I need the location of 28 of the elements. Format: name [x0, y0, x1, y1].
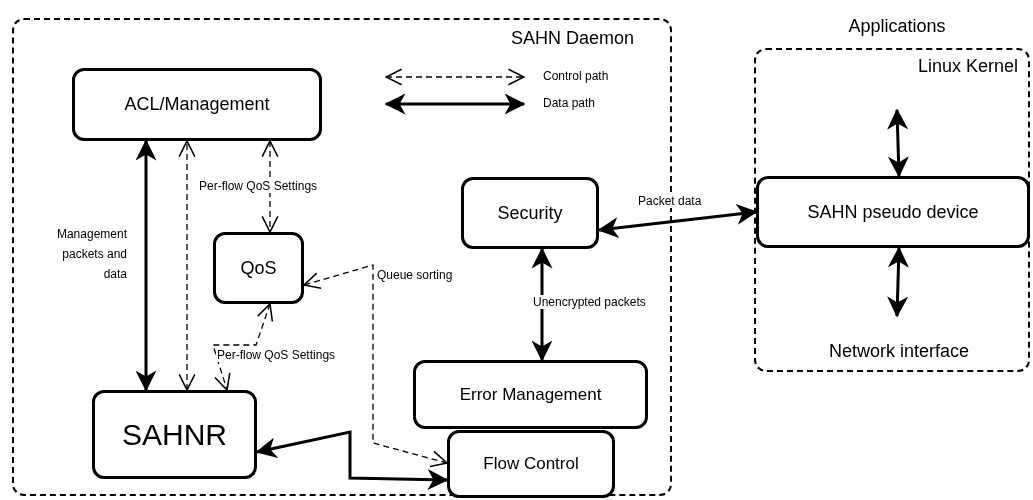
device-box: SAHN pseudo device — [756, 176, 1030, 248]
data-path-arrow — [255, 430, 449, 491]
legend-text: Control path — [543, 69, 609, 83]
edge-label: Per-flow QoS Settings — [216, 348, 337, 362]
data-path-arrow — [887, 246, 909, 318]
data-path-arrow — [887, 108, 909, 178]
process-box: ACL/Management — [72, 68, 322, 141]
edge-label: Per-flow QoS Settings — [198, 179, 319, 193]
data-path-arrow — [135, 139, 157, 392]
group-title: Network interface — [828, 341, 970, 362]
group-title: Linux Kernel — [917, 56, 1018, 77]
control-path-arrow — [261, 140, 279, 233]
control-path-arrow — [303, 264, 448, 468]
process-box: SAHNR — [92, 390, 257, 479]
layer-label: Applications — [848, 16, 946, 37]
legend-text: Data path — [543, 96, 596, 110]
control-path-arrow — [212, 303, 274, 391]
edge-label: Queue sorting — [376, 268, 454, 282]
edge-label: Packet data — [637, 194, 703, 208]
data-path-arrow — [531, 247, 553, 362]
process-box: Security — [461, 177, 599, 249]
process-box: Error Management — [413, 360, 648, 429]
group-title: SAHN Daemon — [510, 28, 634, 49]
edge-label: Unencrypted packets — [532, 295, 647, 309]
kernel-group — [754, 48, 1030, 372]
control-path-arrow — [178, 140, 196, 391]
process-box: Flow Control — [447, 430, 615, 498]
process-box: QoS — [213, 232, 304, 304]
